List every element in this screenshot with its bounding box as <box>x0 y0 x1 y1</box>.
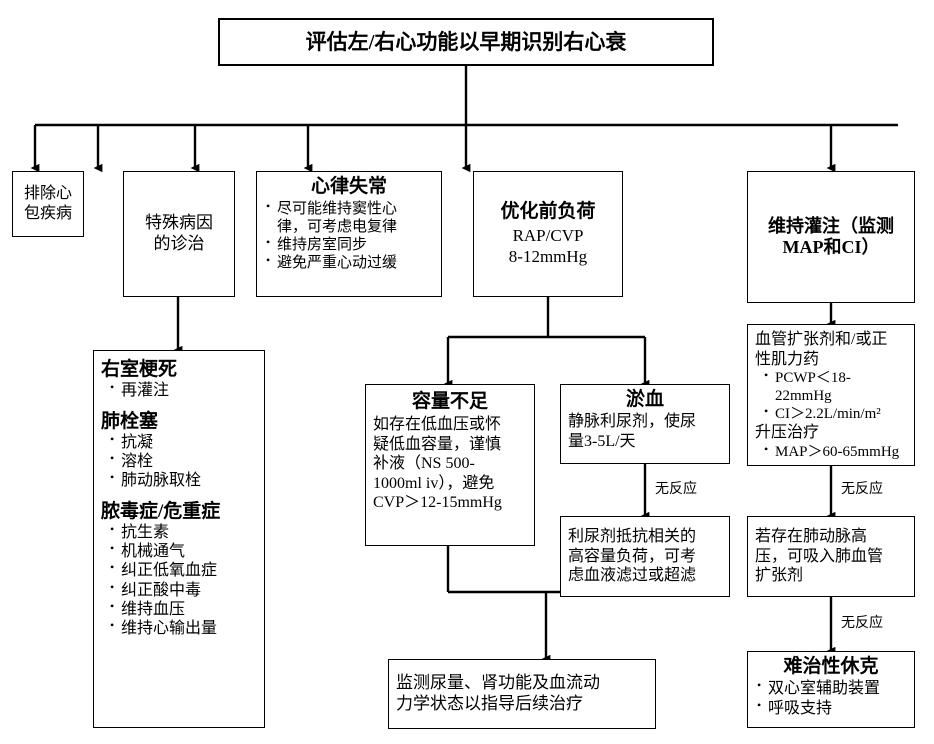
section-bullets-pulmonary-embolism: 抗凝 溶栓 肺动脉取栓 <box>101 432 257 491</box>
node-vasodilator-inotrope-heading: 血管扩张剂和/或正 性肌力药 <box>755 331 888 368</box>
node-arrhythmia[interactable]: 心律失常 尽可能维持窦性心 律，可考虑电复律 维持房室同步 避免严重心动过缓 <box>256 171 442 297</box>
node-special-etiology-detail[interactable]: 右室梗死 再灌注 肺栓塞 抗凝 溶栓 肺动脉取栓 脓毒症/危重症 抗生素 机械通… <box>93 350 265 728</box>
node-arrhythmia-title: 心律失常 <box>310 176 387 197</box>
node-vasopressor-heading: 升压治疗 <box>755 424 820 442</box>
list-item: 维持血压 <box>101 599 257 619</box>
node-special-etiology[interactable]: 特殊病因 的诊治 <box>123 171 235 297</box>
node-arrhythmia-bullets: 尽可能维持窦性心 律，可考虑电复律 维持房室同步 避免严重心动过缓 <box>264 199 434 272</box>
list-item: 呼吸支持 <box>755 698 907 718</box>
section-bullets-rv-infarction: 再灌注 <box>101 380 257 400</box>
section-heading-sepsis: 脓毒症/危重症 <box>101 500 221 522</box>
list-item: 维持房室同步 <box>264 235 434 254</box>
node-vasodilator-inotrope-targets: PCWP＜18-22mmHg CI＞2.2L/min/m² <box>755 368 907 423</box>
edge-label-congestion-no-response: 无反应 <box>655 480 697 496</box>
section-heading-rv-infarction: 右室梗死 <box>101 359 178 380</box>
node-hypovolemia-title: 容量不足 <box>411 391 488 412</box>
section-heading-pulmonary-embolism: 肺栓塞 <box>101 410 159 432</box>
node-maintain-perfusion-title: 维持灌注（监测 MAP和CI） <box>768 215 894 257</box>
node-exclude-pericardial-disease-text: 排除心 包疾病 <box>23 185 72 222</box>
node-pulmonary-hypertension-body: 若存在肺动脉高 压，可吸入肺血管 扩张剂 <box>755 528 884 585</box>
edge-label-pulmonary-no-response: 无反应 <box>841 614 883 630</box>
node-monitor-outcome-body: 监测尿量、肾功能及血流动 力学状态以指导后续治疗 <box>396 673 600 713</box>
list-item: 抗生素 <box>101 522 257 542</box>
node-pulmonary-hypertension[interactable]: 若存在肺动脉高 压，可吸入肺血管 扩张剂 <box>747 516 915 597</box>
section-bullets-sepsis: 抗生素 机械通气 纠正低氧血症 纠正酸中毒 维持血压 维持心输出量 <box>101 522 257 638</box>
node-hypovolemia[interactable]: 容量不足 如存在低血压或怀 疑低血容量，谨慎 补液（NS 500- 1000ml… <box>365 384 535 546</box>
list-item: 再灌注 <box>101 380 257 400</box>
node-vasodilator-inotrope[interactable]: 血管扩张剂和/或正 性肌力药 PCWP＜18-22mmHg CI＞2.2L/mi… <box>747 324 915 466</box>
list-item: CI＞2.2L/min/m² <box>755 404 907 423</box>
node-optimize-preload-title: 优化前负荷 <box>500 200 596 222</box>
root-node-title: 评估左/右心功能以早期识别右心衰 <box>305 29 627 54</box>
node-congestion-body: 静脉利尿剂，使尿 量3-5L/天 <box>568 413 697 450</box>
section-divider <box>101 491 257 501</box>
edge-label-vasodilator-no-response: 无反应 <box>841 480 883 496</box>
node-congestion-title: 淤血 <box>625 389 664 410</box>
node-diuretic-resistance-body: 利尿剂抵抗相关的 高容量负荷，可考 虑血液滤过或超滤 <box>568 528 697 585</box>
node-optimize-preload[interactable]: 优化前负荷 RAP/CVP 8-12mmHg <box>473 171 623 297</box>
node-refractory-shock-title: 难治性休克 <box>783 656 879 677</box>
node-diuretic-resistance[interactable]: 利尿剂抵抗相关的 高容量负荷，可考 虑血液滤过或超滤 <box>560 516 730 597</box>
node-hypovolemia-body: 如存在低血压或怀 疑低血容量，谨慎 补液（NS 500- 1000ml iv），… <box>373 416 502 512</box>
list-item: 抗凝 <box>101 432 257 452</box>
list-item: PCWP＜18-22mmHg <box>755 368 907 405</box>
node-optimize-preload-line2: 8-12mmHg <box>508 246 588 266</box>
node-optimize-preload-line1: RAP/CVP <box>512 225 584 245</box>
node-refractory-shock[interactable]: 难治性休克 双心室辅助装置 呼吸支持 <box>747 651 915 728</box>
list-item: 尽可能维持窦性心 律，可考虑电复律 <box>264 199 434 236</box>
list-item: 纠正低氧血症 <box>101 560 257 580</box>
list-item: 溶栓 <box>101 451 257 471</box>
list-item: 维持心输出量 <box>101 618 257 638</box>
list-item: 肺动脉取栓 <box>101 470 257 490</box>
root-node[interactable]: 评估左/右心功能以早期识别右心衰 <box>218 18 714 66</box>
list-item: 双心室辅助装置 <box>755 678 907 698</box>
node-congestion[interactable]: 淤血 静脉利尿剂，使尿 量3-5L/天 <box>560 384 730 464</box>
node-refractory-shock-bullets: 双心室辅助装置 呼吸支持 <box>755 678 907 718</box>
node-maintain-perfusion[interactable]: 维持灌注（监测 MAP和CI） <box>747 171 915 303</box>
node-special-etiology-text: 特殊病因 的诊治 <box>145 213 213 253</box>
node-monitor-outcome[interactable]: 监测尿量、肾功能及血流动 力学状态以指导后续治疗 <box>388 659 656 729</box>
list-item: 避免严重心动过缓 <box>264 253 434 272</box>
node-vasopressor-targets: MAP＞60-65mmHg <box>755 442 907 461</box>
list-item: 纠正酸中毒 <box>101 580 257 600</box>
list-item: 机械通气 <box>101 541 257 561</box>
list-item: MAP＞60-65mmHg <box>755 442 907 461</box>
node-exclude-pericardial-disease[interactable]: 排除心 包疾病 <box>12 171 84 237</box>
section-divider <box>101 401 257 411</box>
